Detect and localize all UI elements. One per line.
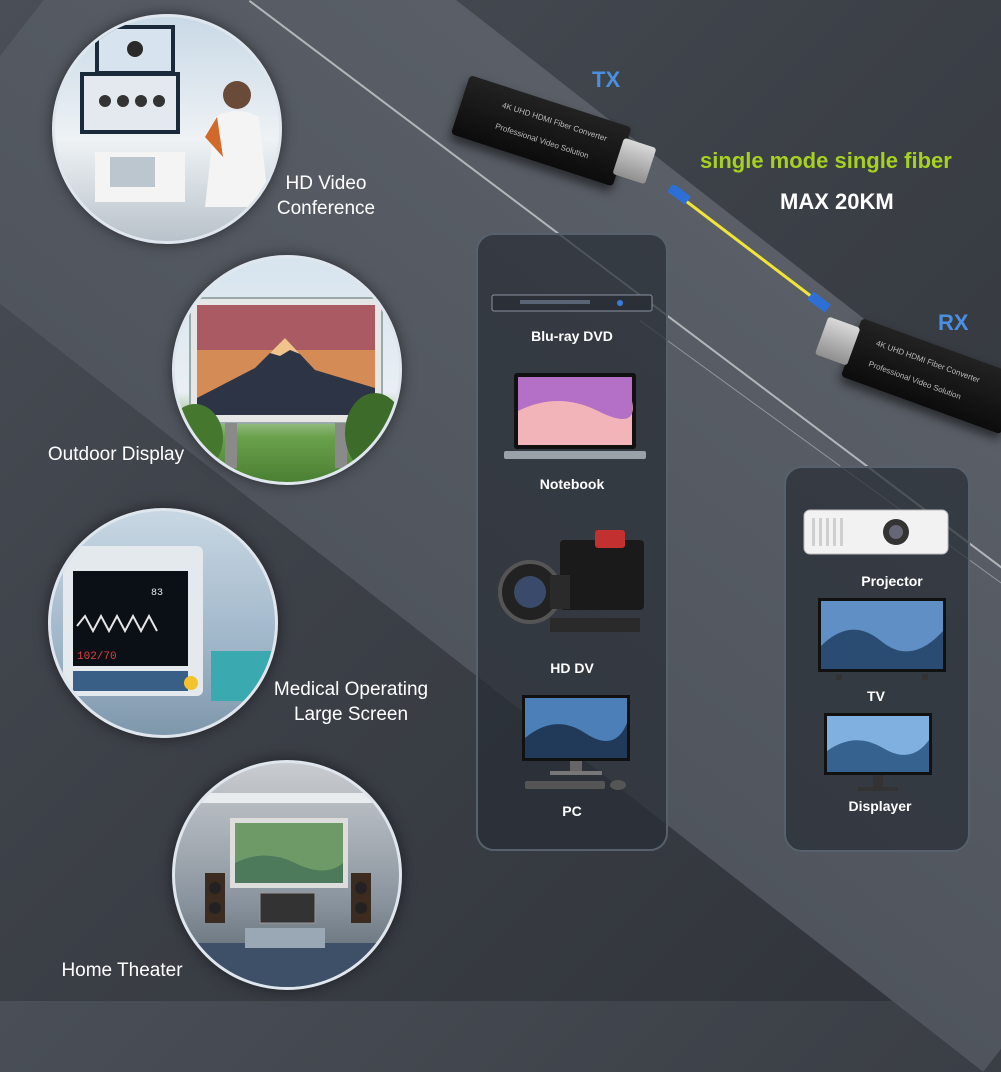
tv-icon xyxy=(818,598,946,680)
svg-text:102/70: 102/70 xyxy=(77,651,117,663)
source-devices-panel: Blu-ray DVD Notebook HD DV PC xyxy=(476,233,668,851)
scene-label-outdoor-display: Outdoor Display xyxy=(47,444,185,465)
camera-icon xyxy=(498,530,644,632)
display-label: Displayer xyxy=(848,798,912,814)
medical-monitor-photo: 102/70 83 xyxy=(48,508,278,738)
pc-monitor-icon xyxy=(522,695,630,790)
rx-tag: RX xyxy=(938,310,969,335)
display-label: TV xyxy=(867,688,885,704)
display-devices-panel: Projector TV Displayer xyxy=(784,466,970,852)
scene-label-home-theater: Home Theater xyxy=(61,960,183,981)
monitor-icon xyxy=(824,713,932,791)
projector-icon xyxy=(803,509,949,555)
source-label: Notebook xyxy=(539,476,605,492)
notebook-icon xyxy=(504,373,646,459)
billboard-photo xyxy=(172,255,402,485)
home-theater-photo xyxy=(172,760,402,990)
svg-text:83: 83 xyxy=(151,588,163,599)
fiber-distance-text: MAX 20KM xyxy=(780,189,894,214)
source-label: HD DV xyxy=(550,660,594,676)
receiver-body-text: 4K UHD HDMI Fiber Converter xyxy=(874,338,982,385)
bluray-player-icon xyxy=(491,294,653,312)
source-label: Blu-ray DVD xyxy=(531,328,613,344)
display-label: Projector xyxy=(861,573,923,589)
video-conference-photo xyxy=(52,14,282,244)
fiber-cable xyxy=(668,185,831,313)
fiber-mode-text: single mode single fiber xyxy=(700,148,952,173)
source-label: PC xyxy=(562,803,582,819)
tx-tag: TX xyxy=(592,67,621,92)
